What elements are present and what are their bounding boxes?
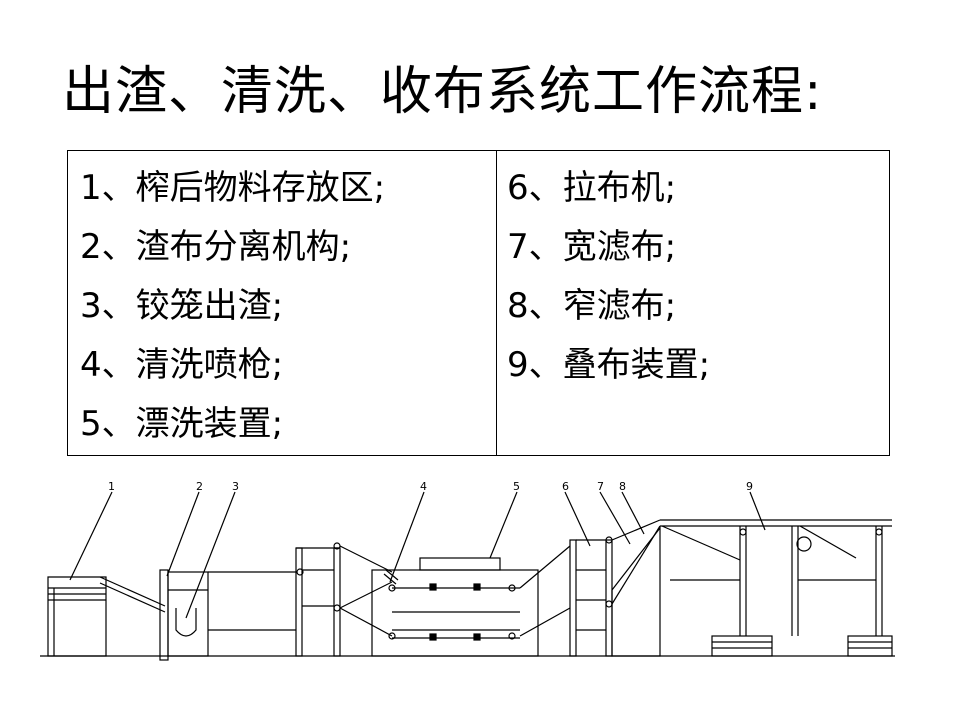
legend-item-7: 7、宽滤布; — [507, 227, 677, 267]
callout-line-1 — [69, 491, 113, 581]
callout-4: 4 — [420, 480, 427, 493]
cloth-puller-shape — [519, 536, 613, 657]
legend-column-right: 6、拉布机; 7、宽滤布; 8、窄滤布; 9、叠布装置; — [497, 151, 889, 455]
legend-column-left: 1、榨后物料存放区; 2、渣布分离机构; 3、铰笼出渣; 4、清洗喷枪; 5、漂… — [68, 151, 497, 455]
legend-item-1: 1、榨后物料存放区; — [80, 168, 386, 208]
callout-9: 9 — [746, 480, 753, 493]
callout-line-4 — [389, 491, 425, 583]
process-diagram: 1 2 3 4 5 6 7 8 9 — [40, 480, 895, 661]
callout-line-8 — [621, 491, 645, 535]
callout-line-6 — [564, 491, 591, 547]
callout-line-2 — [166, 491, 200, 577]
rinsing-device-shape — [371, 557, 539, 657]
callout-line-7 — [599, 491, 631, 545]
callout-2: 2 — [196, 480, 203, 493]
callout-3: 3 — [232, 480, 239, 493]
tower-1-shape — [295, 542, 393, 657]
callout-line-5 — [489, 491, 518, 559]
callout-8: 8 — [619, 480, 626, 493]
stacking-device-shape — [660, 519, 893, 657]
separation-mechanism-shape — [159, 569, 296, 661]
legend-item-8: 8、窄滤布; — [507, 286, 677, 326]
callout-7: 7 — [597, 480, 604, 493]
legend-table: 1、榨后物料存放区; 2、渣布分离机构; 3、铰笼出渣; 4、清洗喷枪; 5、漂… — [67, 150, 890, 456]
legend-item-3: 3、铰笼出渣; — [80, 286, 284, 326]
callout-line-9 — [749, 491, 766, 531]
legend-item-5: 5、漂洗装置; — [80, 404, 284, 444]
callout-5: 5 — [513, 480, 520, 493]
callout-6: 6 — [562, 480, 569, 493]
legend-item-2: 2、渣布分离机构; — [80, 227, 352, 267]
legend-item-6: 6、拉布机; — [507, 168, 677, 208]
legend-item-9: 9、叠布装置; — [507, 345, 711, 385]
callout-line-3 — [185, 491, 236, 619]
filter-cloth-shape — [611, 519, 661, 657]
callout-1: 1 — [108, 480, 115, 493]
page-title: 出渣、清洗、收布系统工作流程: — [62, 62, 823, 122]
legend-item-4: 4、清洗喷枪; — [80, 345, 284, 385]
